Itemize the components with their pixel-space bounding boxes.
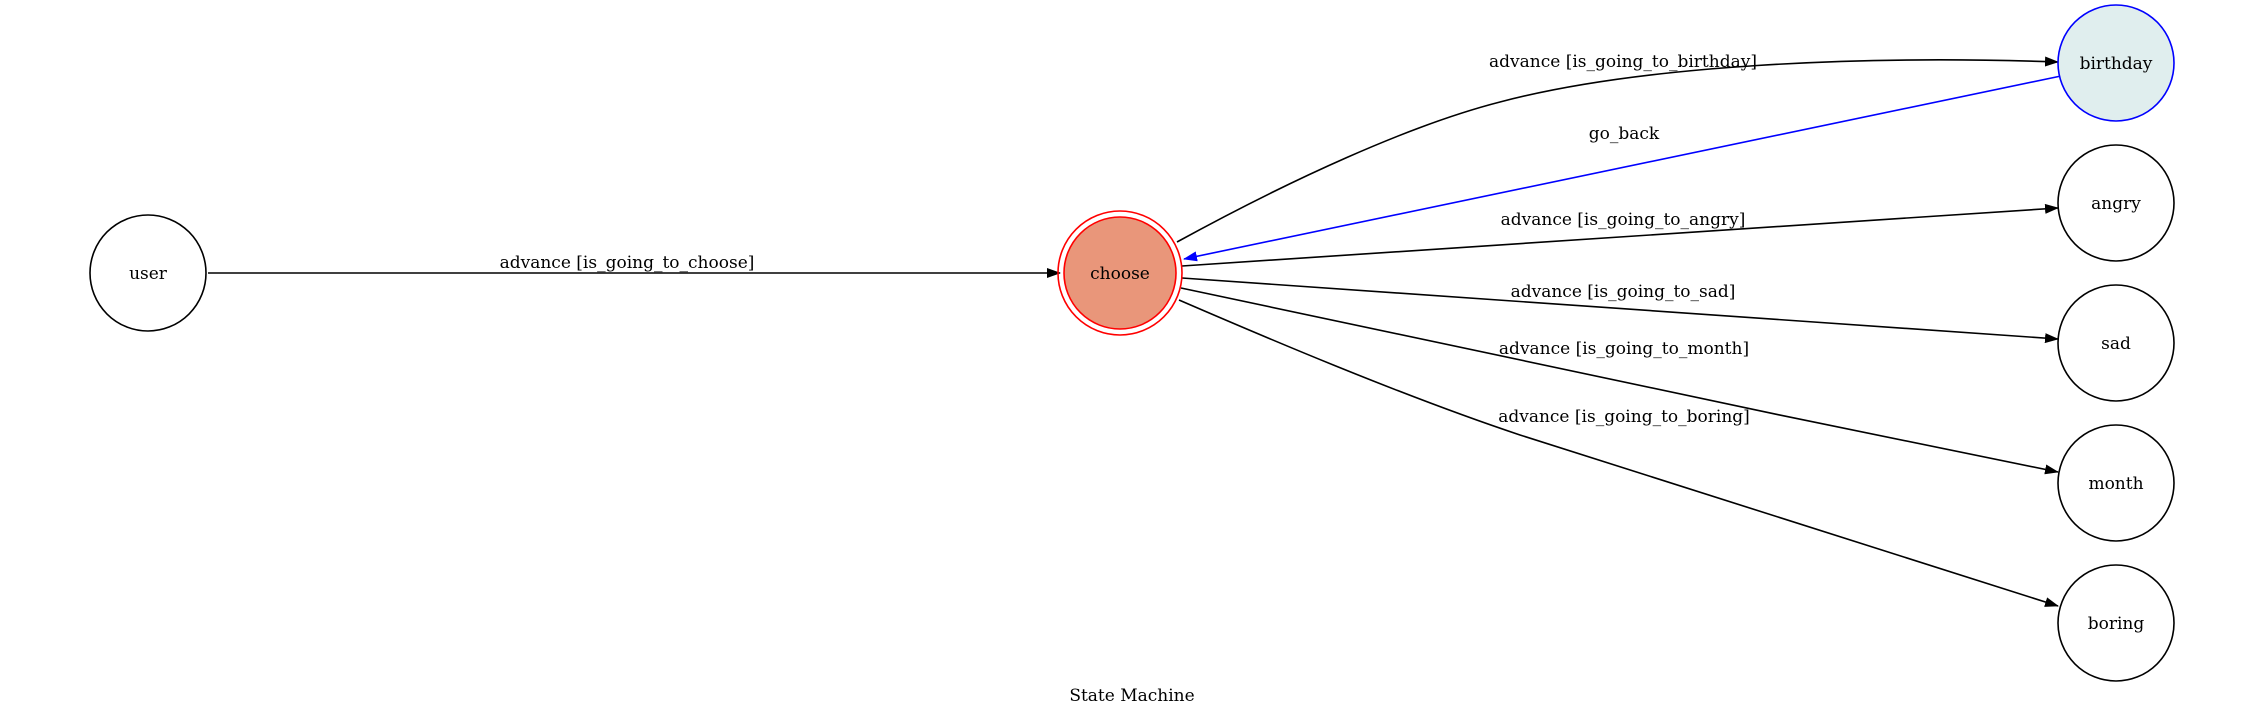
edge-line: [1183, 75, 2062, 262]
edge-line: [1178, 299, 2059, 607]
node-outer-ring: [1057, 210, 1183, 336]
node-angry: angry: [2057, 144, 2175, 262]
node-label: month: [2088, 474, 2143, 494]
node-label: boring: [2088, 614, 2145, 634]
edge-choose-to-birthday: advance [is_going_to_birthday]: [1176, 52, 2059, 243]
edge-choose-to-month: advance [is_going_to_month]: [1180, 287, 2059, 475]
edge-line: [1180, 287, 2059, 475]
edge-birthday-to-choose: go_back: [1183, 75, 2062, 262]
edge-label: go_back: [1589, 124, 1660, 144]
edge-label: advance [is_going_to_month]: [1499, 339, 1749, 359]
edge-line: [1181, 277, 2059, 344]
node-circle: [1063, 216, 1177, 330]
node-circle: [2057, 4, 2175, 122]
node-label: sad: [2101, 334, 2131, 354]
node-label: birthday: [2080, 54, 2153, 74]
edge-label: advance [is_going_to_birthday]: [1489, 52, 1757, 72]
node-circle: [2057, 284, 2175, 402]
edge-label: advance [is_going_to_sad]: [1511, 282, 1736, 302]
node-birthday: birthday: [2057, 4, 2175, 122]
edge-line: [1176, 56, 2059, 243]
edge-label: advance [is_going_to_choose]: [500, 253, 755, 273]
edge-user-to-choose: advance [is_going_to_choose]: [208, 253, 1061, 278]
node-circle: [2057, 564, 2175, 682]
edge-choose-to-sad: advance [is_going_to_sad]: [1181, 277, 2059, 344]
node-choose: choose: [1057, 210, 1183, 336]
node-boring: boring: [2057, 564, 2175, 682]
node-circle: [2057, 424, 2175, 542]
node-circle: [89, 214, 207, 332]
node-label: angry: [2091, 194, 2141, 214]
node-user: user: [89, 214, 207, 332]
edge-label: advance [is_going_to_boring]: [1498, 407, 1750, 427]
node-label: choose: [1090, 264, 1150, 284]
edge-choose-to-angry: advance [is_going_to_angry]: [1181, 203, 2059, 267]
edge-line: [1181, 203, 2059, 267]
node-circle: [2057, 144, 2175, 262]
node-month: month: [2057, 424, 2175, 542]
edge-label: advance [is_going_to_angry]: [1501, 210, 1746, 230]
edge-choose-to-boring: advance [is_going_to_boring]: [1178, 299, 2059, 607]
node-label: user: [129, 264, 168, 284]
node-sad: sad: [2057, 284, 2175, 402]
diagram-caption: State Machine: [1069, 686, 1194, 706]
